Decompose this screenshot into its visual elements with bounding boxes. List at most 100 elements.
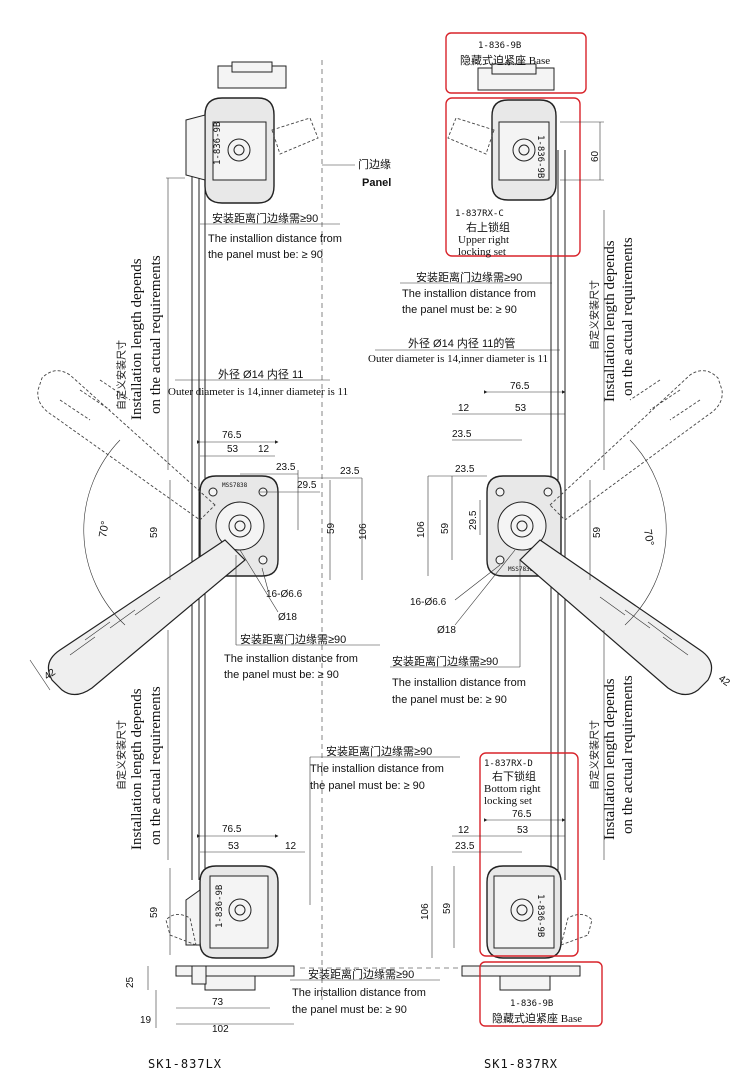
- svg-text:60: 60: [590, 150, 601, 162]
- svg-text:1-836-9B: 1-836-9B: [215, 885, 225, 928]
- right-assembly: 1-836-9B MSS7838 70° 1-836-9B: [447, 63, 723, 991]
- svg-text:自定义安装尺寸: 自定义安装尺寸: [588, 720, 601, 790]
- svg-text:23.5: 23.5: [340, 466, 360, 477]
- svg-text:安装距离门边缘需≥90: 安装距离门边缘需≥90: [392, 654, 498, 668]
- left-tube-cn: 外径 Ø14 内径 11: [218, 367, 303, 381]
- svg-text:59: 59: [149, 526, 160, 538]
- base-top-highlight: [445, 32, 587, 94]
- svg-text:23.5: 23.5: [276, 462, 296, 473]
- svg-text:16-Ø6.6: 16-Ø6.6: [410, 597, 447, 608]
- right-handle: [519, 539, 713, 696]
- svg-text:59: 59: [440, 522, 451, 534]
- svg-text:隐藏式迫紧座 Base: 隐藏式迫紧座 Base: [460, 53, 550, 67]
- svg-text:右上锁组: 右上锁组: [466, 220, 510, 234]
- left-handle: [47, 539, 246, 696]
- svg-text:The installion distance from: The installion distance from: [292, 987, 426, 999]
- svg-text:The installion distance from: The installion distance from: [310, 763, 444, 775]
- svg-text:外径 Ø14 内径 11的管: 外径 Ø14 内径 11的管: [408, 336, 515, 350]
- svg-text:76.5: 76.5: [222, 430, 242, 441]
- svg-text:locking set: locking set: [458, 246, 506, 258]
- svg-text:Ø18: Ø18: [437, 625, 456, 636]
- svg-text:the panel must be: ≥ 90: the panel must be: ≥ 90: [292, 1004, 407, 1016]
- svg-text:Installation length depends: Installation length depends: [129, 688, 145, 850]
- svg-text:MSS7838: MSS7838: [508, 566, 534, 573]
- svg-text:右下锁组: 右下锁组: [492, 769, 536, 783]
- svg-text:locking set: locking set: [484, 795, 532, 807]
- svg-text:The installion distance from: The installion distance from: [224, 653, 358, 665]
- svg-text:12: 12: [258, 444, 270, 455]
- svg-text:53: 53: [228, 841, 240, 852]
- lower-set-highlight: [479, 752, 579, 957]
- svg-text:the panel must be: ≥ 90: the panel must be: ≥ 90: [208, 249, 323, 261]
- svg-text:安装距离门边缘需≥90: 安装距离门边缘需≥90: [308, 967, 414, 981]
- base-bottom-highlight: [479, 961, 603, 1027]
- svg-text:25: 25: [125, 976, 136, 988]
- svg-text:53: 53: [515, 403, 527, 414]
- svg-text:隐藏式迫紧座 Base: 隐藏式迫紧座 Base: [492, 1011, 582, 1025]
- svg-text:106: 106: [416, 521, 427, 538]
- svg-text:the panel must be: ≥ 90: the panel must be: ≥ 90: [224, 669, 339, 681]
- model-right-label: SK1-837RX: [484, 1057, 558, 1071]
- svg-text:73: 73: [212, 997, 224, 1008]
- svg-text:76.5: 76.5: [222, 824, 242, 835]
- svg-text:Installation length depends: Installation length depends: [602, 240, 618, 402]
- svg-text:门边缘: 门边缘: [358, 157, 391, 171]
- svg-text:The installion distance from: The installion distance from: [402, 288, 536, 300]
- svg-text:Ø18: Ø18: [278, 612, 297, 623]
- right-angle-label: 70°: [641, 528, 656, 546]
- svg-text:1-836-9B: 1-836-9B: [535, 135, 545, 178]
- svg-text:1-836-9B: 1-836-9B: [478, 41, 521, 51]
- panel-label: 门边缘 Panel: [322, 157, 391, 189]
- svg-text:12: 12: [458, 825, 470, 836]
- svg-text:on the actual requirements: on the actual requirements: [148, 255, 164, 414]
- svg-text:1-836-9B: 1-836-9B: [510, 999, 553, 1009]
- svg-text:the panel must be: ≥ 90: the panel must be: ≥ 90: [402, 304, 517, 316]
- left-annotations: 自定义安装尺寸 Installation length depends on t…: [29, 177, 460, 1035]
- svg-text:1-837RX-D: 1-837RX-D: [484, 759, 533, 769]
- svg-text:102: 102: [212, 1024, 229, 1035]
- svg-text:MSS7838: MSS7838: [222, 482, 248, 489]
- svg-text:19: 19: [140, 1015, 152, 1026]
- svg-text:Outer diameter is 14,inner dia: Outer diameter is 14,inner diameter is 1…: [368, 353, 548, 365]
- svg-text:1-837RX-C: 1-837RX-C: [455, 209, 504, 219]
- svg-text:the panel must be: ≥ 90: the panel must be: ≥ 90: [392, 694, 507, 706]
- svg-text:on the actual requirements: on the actual requirements: [620, 675, 636, 834]
- svg-text:自定义安装尺寸: 自定义安装尺寸: [115, 720, 128, 790]
- model-left-label: SK1-837LX: [148, 1057, 222, 1071]
- svg-text:16-Ø6.6: 16-Ø6.6: [266, 589, 303, 600]
- svg-text:59: 59: [592, 526, 603, 538]
- svg-text:自定义安装尺寸: 自定义安装尺寸: [115, 340, 128, 410]
- svg-text:The installion distance from: The installion distance from: [392, 677, 526, 689]
- svg-text:42: 42: [716, 673, 732, 689]
- svg-text:59: 59: [326, 522, 337, 534]
- svg-text:安装距离门边缘需≥90: 安装距离门边缘需≥90: [326, 744, 432, 758]
- svg-text:29.5: 29.5: [468, 510, 479, 530]
- left-assembly: 1-836-9B MSS7838 70° 1-836-9B: [37, 61, 319, 991]
- svg-text:23.5: 23.5: [455, 464, 475, 475]
- left-angle-label: 70°: [97, 520, 112, 538]
- svg-text:the panel must be: ≥ 90: the panel must be: ≥ 90: [310, 780, 425, 792]
- svg-text:23.5: 23.5: [455, 841, 475, 852]
- svg-text:Installation length depends: Installation length depends: [129, 258, 145, 420]
- svg-text:Bottom right: Bottom right: [484, 783, 541, 795]
- svg-text:12: 12: [285, 841, 297, 852]
- svg-text:on the actual requirements: on the actual requirements: [620, 237, 636, 396]
- svg-text:Upper right: Upper right: [458, 234, 509, 246]
- svg-text:Installation length depends: Installation length depends: [602, 678, 618, 840]
- svg-text:29.5: 29.5: [297, 480, 317, 491]
- svg-text:76.5: 76.5: [510, 381, 530, 392]
- svg-text:106: 106: [420, 903, 431, 920]
- svg-text:安装距离门边缘需≥90: 安装距离门边缘需≥90: [416, 270, 522, 284]
- svg-text:1-836-9B: 1-836-9B: [213, 122, 223, 165]
- right-annotations: 1-836-9B 隐藏式迫紧座 Base 1-837RX-C 右上锁组 Uppe…: [368, 32, 732, 1027]
- left-tube-en: Outer diameter is 14,inner diameter is 1…: [168, 386, 348, 398]
- svg-text:12: 12: [458, 403, 470, 414]
- svg-text:安装距离门边缘需≥90: 安装距离门边缘需≥90: [240, 632, 346, 646]
- svg-text:106: 106: [358, 523, 369, 540]
- upper-set-highlight: [445, 97, 581, 257]
- svg-text:on the actual requirements: on the actual requirements: [148, 686, 164, 845]
- svg-text:自定义安装尺寸: 自定义安装尺寸: [588, 280, 601, 350]
- svg-text:76.5: 76.5: [512, 809, 532, 820]
- svg-text:53: 53: [517, 825, 529, 836]
